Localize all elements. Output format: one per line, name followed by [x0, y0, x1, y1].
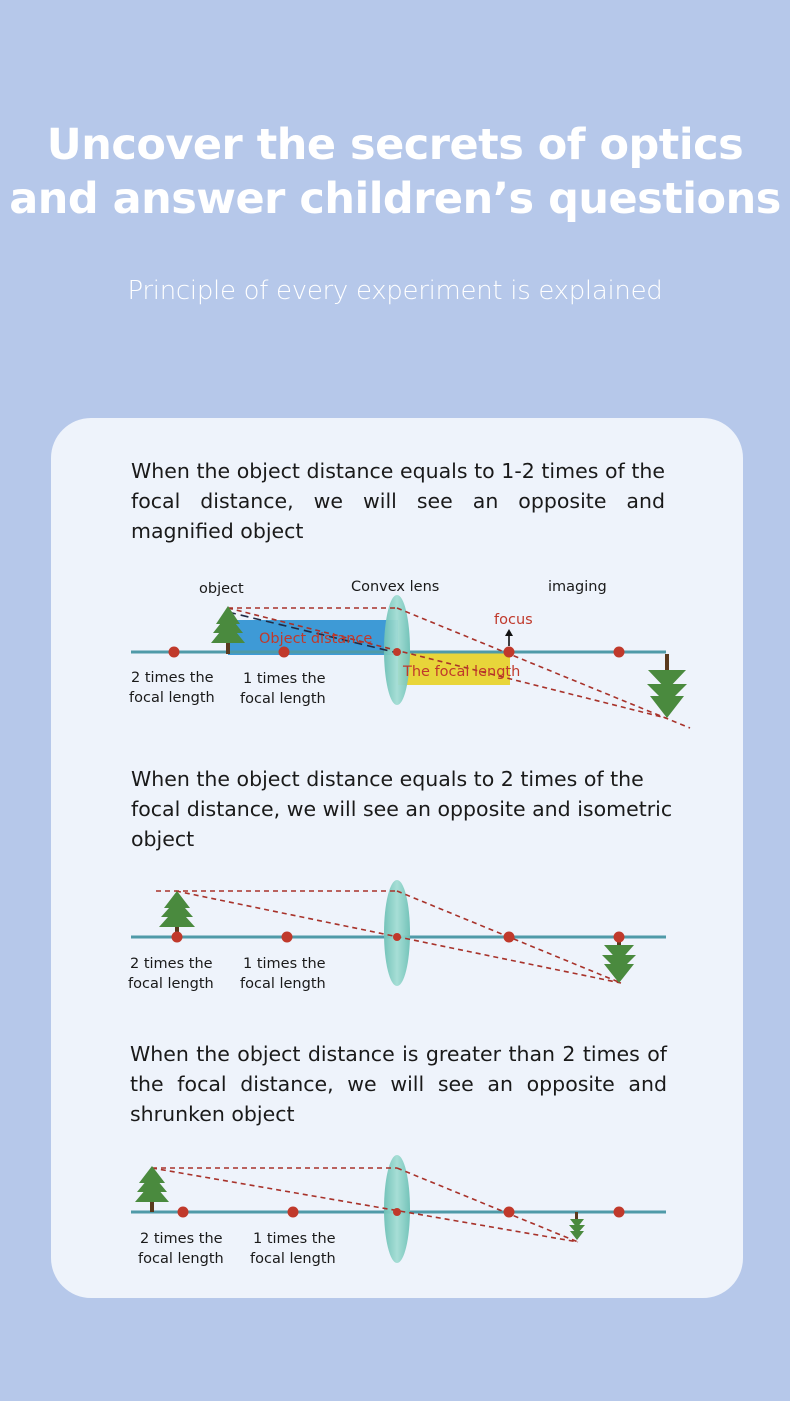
- ray-refracted: [396, 1167, 579, 1243]
- point-f-left: [287, 1206, 299, 1218]
- label-2f-line1: 2 times the: [131, 670, 214, 686]
- label-2f-line2: focal length: [128, 976, 214, 992]
- section-2-text: When the object distance equals to 2 tim…: [131, 767, 673, 851]
- point-2f-left: [168, 646, 180, 658]
- object-distance-bar: [228, 620, 398, 655]
- label-1f-line1: 1 times the: [253, 1231, 336, 1247]
- label-2f-line2: focal length: [129, 690, 215, 706]
- point-lens-center: [393, 1208, 401, 1216]
- label-2f-line1: 2 times the: [140, 1231, 223, 1247]
- label-2f-line1: 2 times the: [130, 956, 213, 972]
- label-imaging: imaging: [548, 579, 607, 595]
- headline-line-1: Uncover the secrets of optics: [46, 120, 744, 170]
- ray-refracted: [396, 607, 691, 729]
- image-tree-icon: [602, 937, 636, 983]
- point-2f-left: [177, 1206, 189, 1218]
- label-object: object: [199, 581, 244, 597]
- section-3-text: When the object distance is greater than…: [130, 1042, 667, 1126]
- image-tree-icon: [569, 1212, 585, 1240]
- point-lens-center: [393, 648, 401, 656]
- label-1f-line2: focal length: [240, 691, 326, 707]
- label-1f-line2: focal length: [250, 1251, 336, 1267]
- point-2f-left: [171, 931, 183, 943]
- headline: Uncover the secrets of optics and answer…: [0, 118, 790, 226]
- label-focal-length: The focal length: [402, 664, 520, 680]
- point-focus: [503, 931, 515, 943]
- ray-center: [151, 1167, 579, 1243]
- label-convex-lens: Convex lens: [351, 579, 439, 595]
- section-1-text: When the object distance equals to 1-2 t…: [131, 459, 665, 543]
- point-f-left: [281, 931, 293, 943]
- label-1f-line2: focal length: [240, 976, 326, 992]
- label-object-distance: Object distance: [259, 631, 372, 647]
- label-1f-line1: 1 times the: [243, 956, 326, 972]
- point-2f-right: [613, 931, 625, 943]
- point-focus: [503, 646, 515, 658]
- point-2f-right: [613, 646, 625, 658]
- object-tree-icon: [135, 1166, 169, 1212]
- focal-length-bar: [398, 652, 510, 685]
- explanation-card: [51, 418, 743, 1298]
- point-lens-center: [393, 933, 401, 941]
- subtitle: Principle of every experiment is explain…: [127, 276, 663, 306]
- focus-arrow-head: [505, 629, 513, 636]
- ray-center: [227, 607, 667, 719]
- image-tree-icon: [647, 654, 687, 718]
- label-1f-line1: 1 times the: [243, 671, 326, 687]
- ray-to-lens-center: [227, 611, 399, 654]
- point-focus: [503, 1206, 515, 1218]
- point-2f-right: [613, 1206, 625, 1218]
- point-f-left: [278, 646, 290, 658]
- headline-line-2: and answer children’s questions: [9, 174, 781, 224]
- object-tree-icon: [211, 606, 245, 654]
- label-focus: focus: [494, 612, 533, 628]
- object-tree-icon: [159, 891, 195, 938]
- label-2f-line2: focal length: [138, 1251, 224, 1267]
